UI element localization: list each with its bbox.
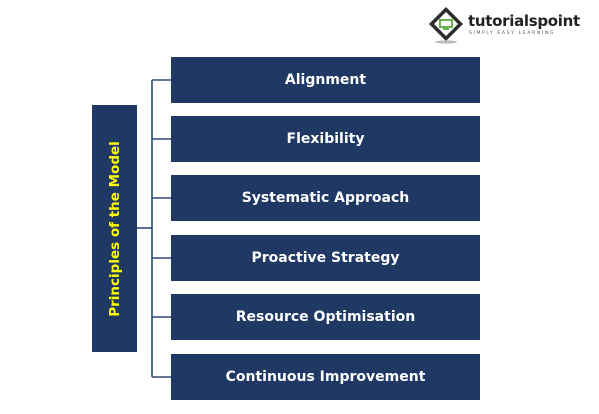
principle-systematic-approach: Systematic Approach bbox=[171, 175, 480, 221]
logo-tagline: SIMPLY EASY LEARNING bbox=[469, 31, 556, 36]
principle-proactive-strategy: Proactive Strategy bbox=[171, 235, 480, 281]
principle-continuous-improvement: Continuous Improvement bbox=[171, 354, 480, 400]
principle-flexibility: Flexibility bbox=[171, 116, 480, 162]
logo-mark-icon bbox=[429, 7, 463, 44]
principle-resource-optimisation: Resource Optimisation bbox=[171, 294, 480, 340]
tutorialspoint-logo: tutorialspoint SIMPLY EASY LEARNING bbox=[428, 6, 588, 44]
principle-alignment: Alignment bbox=[171, 57, 480, 103]
root-node: Principles of the Model bbox=[92, 105, 137, 352]
logo-name: tutorialspoint bbox=[468, 12, 580, 30]
root-label: Principles of the Model bbox=[106, 140, 123, 317]
